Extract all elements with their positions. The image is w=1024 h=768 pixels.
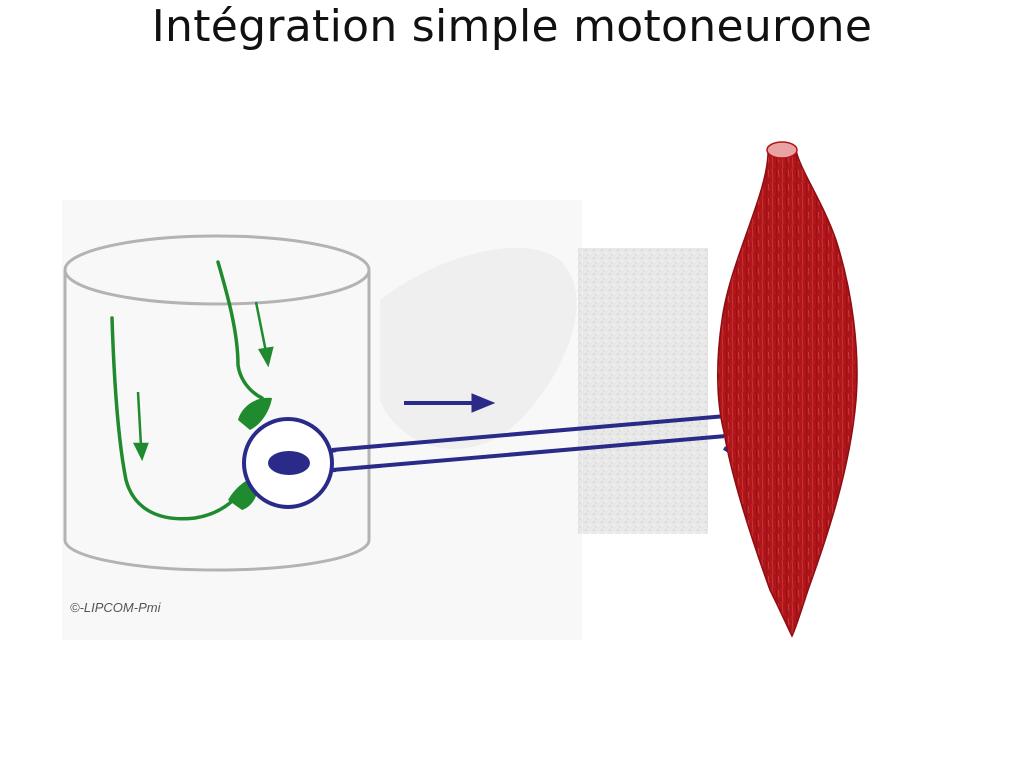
tissue-block [578, 248, 708, 534]
green-arrow-lower [132, 391, 149, 462]
muscle-tendon-top [766, 141, 798, 159]
green-arrow-upper [254, 301, 274, 368]
slide-title: Intégration simple motoneurone [151, 1, 873, 52]
synapse-bouton-upper [238, 397, 272, 430]
muscle [716, 141, 858, 638]
copyright-label: ©-LIPCOM-Pmi [70, 600, 162, 615]
spinal-cord-cylinder [63, 234, 371, 572]
background-smudge [380, 247, 577, 449]
axon [331, 414, 727, 472]
nucleus [268, 451, 310, 475]
interneuron-fibers [110, 260, 264, 521]
signal-direction-arrow [404, 393, 496, 413]
